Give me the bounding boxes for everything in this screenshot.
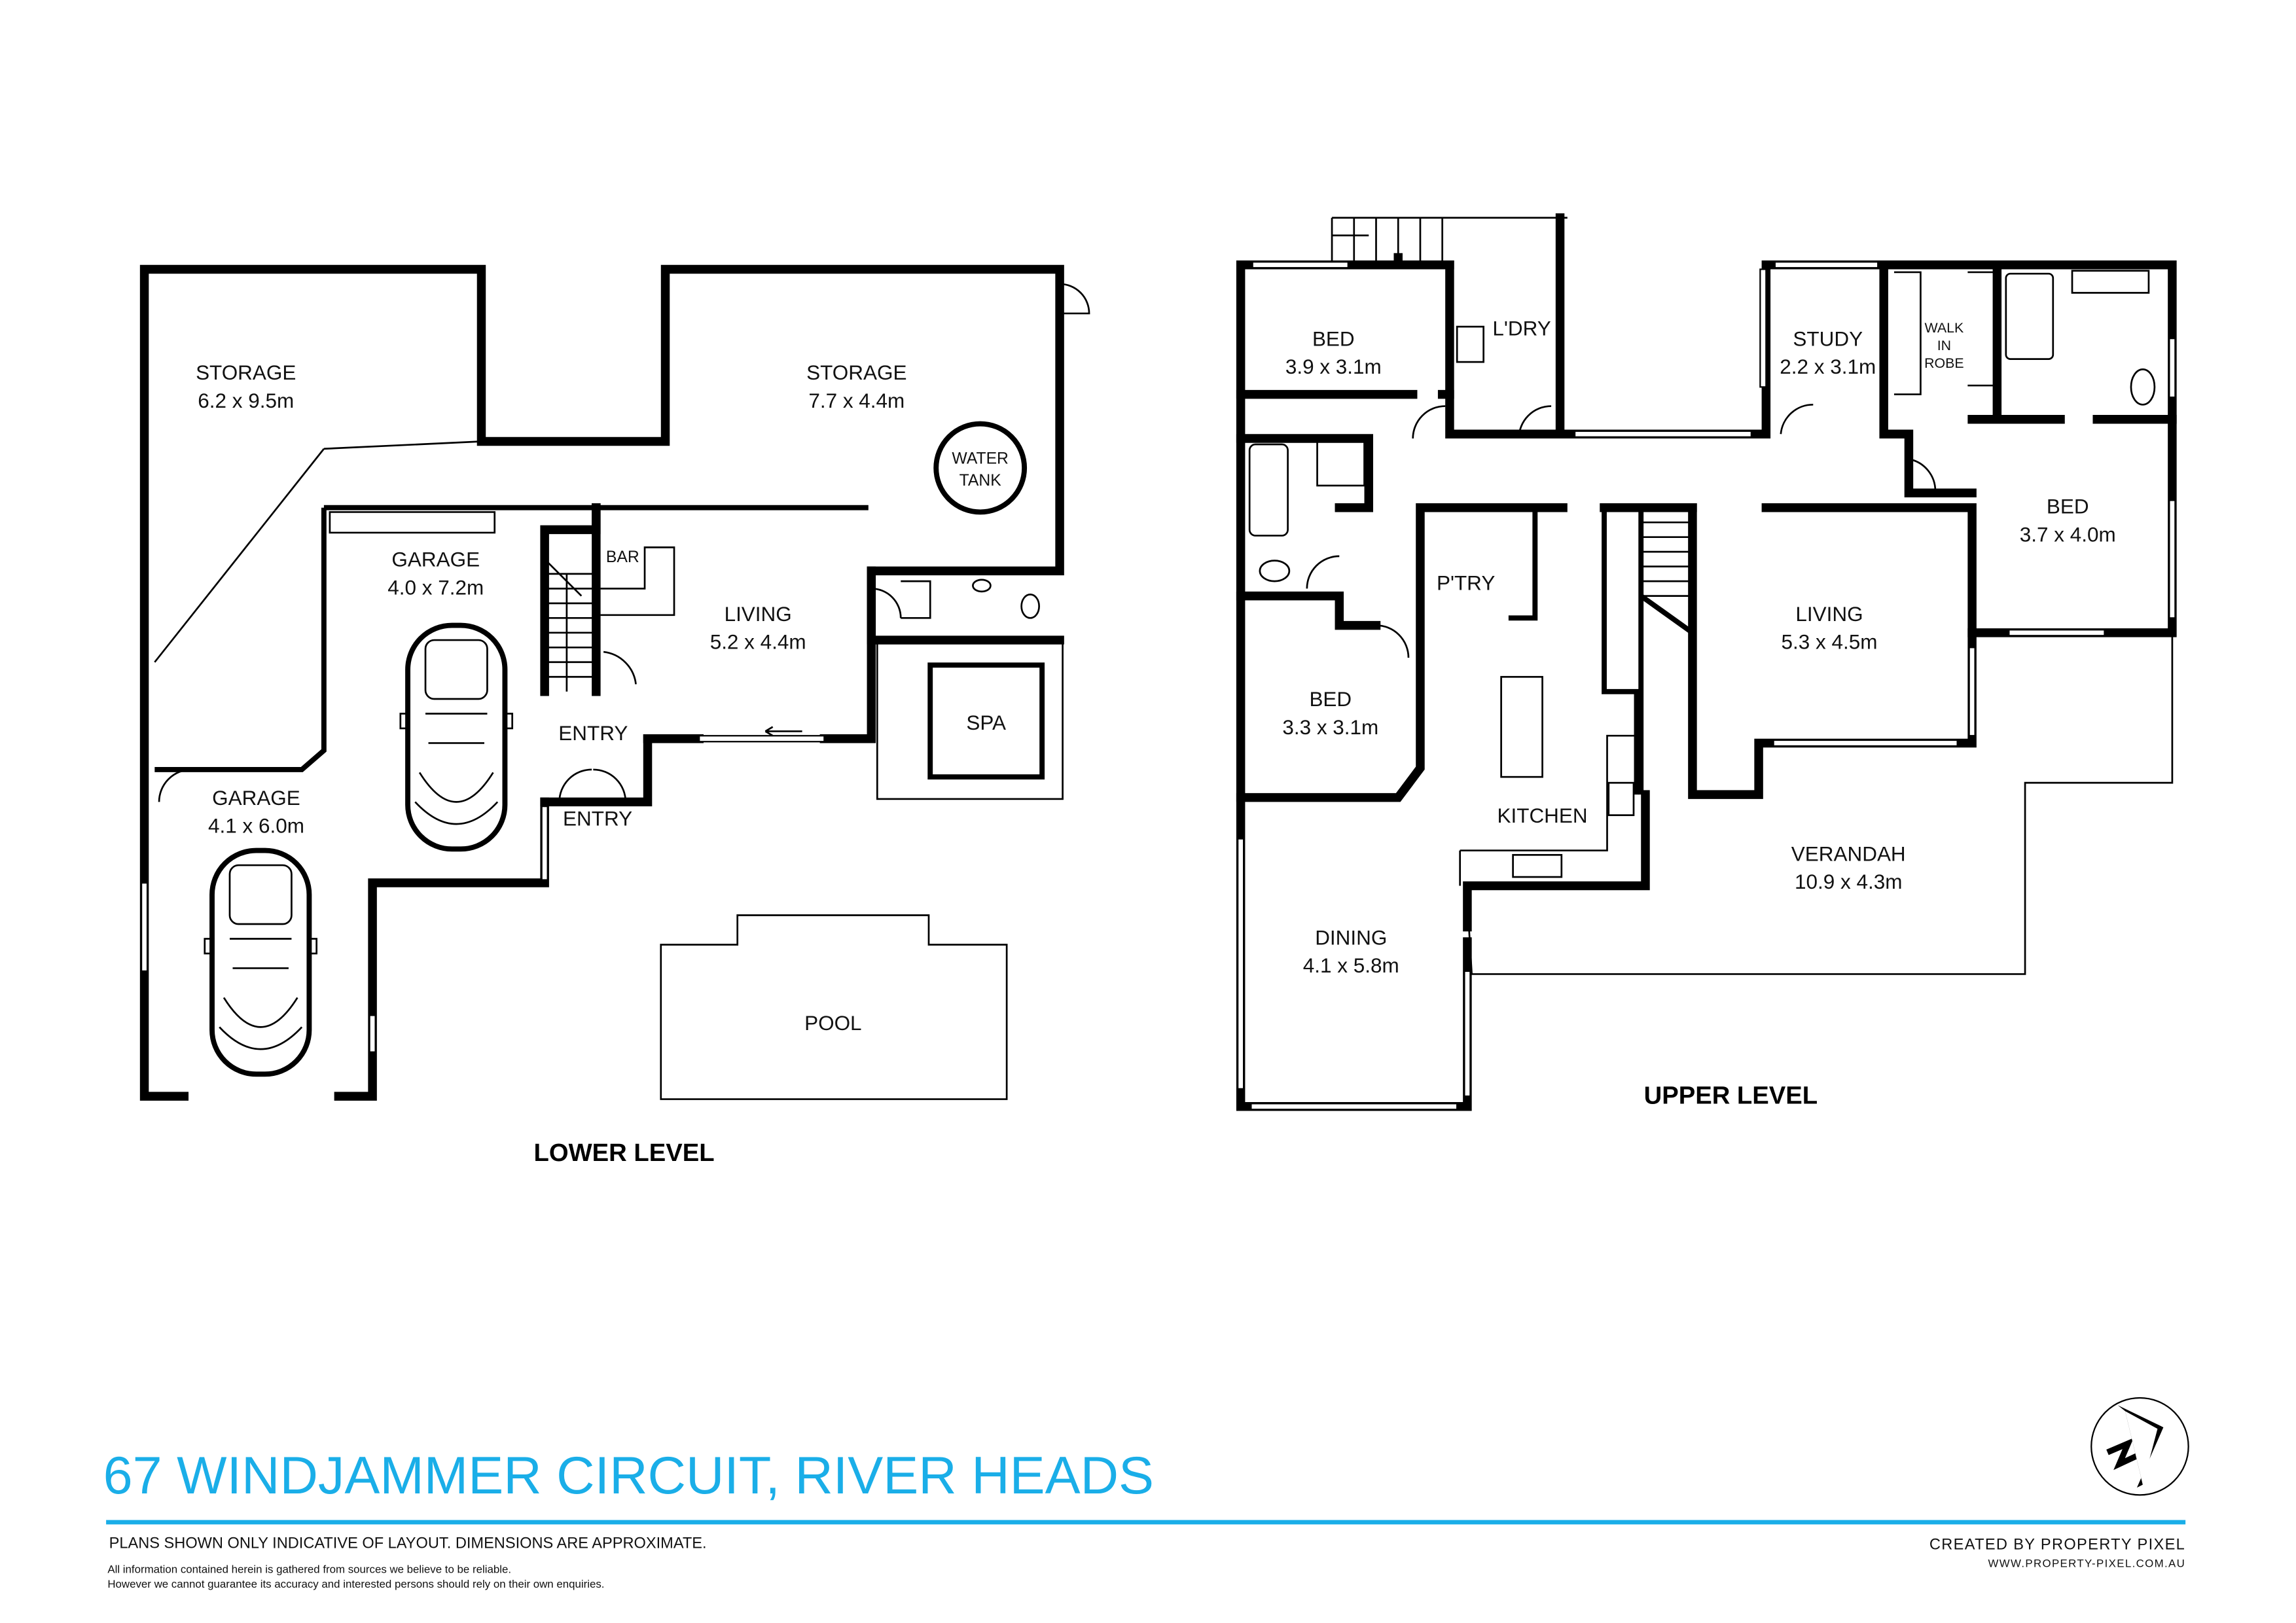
room-dim-lower-living: 5.2 x 4.4m xyxy=(710,631,806,654)
upper-level-plan: BED 3.9 x 3.1m L'DRY STUDY 2.2 x 3.1m WALK… xyxy=(1236,213,2177,1111)
lower-level-heading: LOWER LEVEL xyxy=(534,1139,715,1167)
footer: 67 WINDJAMMER CIRCUIT, RIVER HEADS PLANS… xyxy=(103,1397,2189,1590)
toilet-icon xyxy=(1259,560,1291,582)
upper-level-heading: UPPER LEVEL xyxy=(1644,1081,1818,1109)
bathtub-icon xyxy=(1248,443,1289,537)
room-name-pantry: P'TRY xyxy=(1437,572,1495,595)
room-name-spa: SPA xyxy=(966,711,1006,734)
accent-divider xyxy=(106,1520,2186,1525)
vanity-icon xyxy=(2071,270,2150,294)
kitchen-sink-icon xyxy=(1512,853,1563,878)
kitchen-island xyxy=(1500,675,1543,778)
room-dim-bed2: 3.3 x 3.1m xyxy=(1282,716,1378,739)
room-name-garage-upper: GARAGE xyxy=(391,548,480,571)
room-name-storage-left: STORAGE xyxy=(196,361,296,384)
car-icon xyxy=(399,622,514,852)
room-dim-upper-living: 5.3 x 4.5m xyxy=(1782,631,1878,654)
spa-outline xyxy=(876,642,1064,800)
disclaimer-main: PLANS SHOWN ONLY INDICATIVE OF LAYOUT. D… xyxy=(109,1535,707,1552)
room-name-bed-master: BED xyxy=(2047,495,2089,518)
lower-level-plan: STORAGE 6.2 x 9.5m STORAGE 7.7 x 4.4m WATE… xyxy=(139,264,1090,1167)
room-name-lower-living: LIVING xyxy=(725,603,792,626)
room-name-dining: DINING xyxy=(1315,926,1387,949)
room-name-entry-inner: ENTRY xyxy=(558,722,628,745)
disclaimer-line-1: All information contained herein is gath… xyxy=(107,1563,511,1576)
toilet-icon xyxy=(972,579,992,593)
water-tank-label-1: WATER xyxy=(952,450,1009,467)
verandah-outline xyxy=(1466,632,2174,975)
shower-icon xyxy=(1316,440,1365,487)
property-address-title: 67 WINDJAMMER CIRCUIT, RIVER HEADS xyxy=(103,1446,1154,1505)
toilet-icon xyxy=(2130,368,2156,406)
room-name-laundry: L'DRY xyxy=(1492,317,1551,340)
room-name-bed2: BED xyxy=(1309,688,1352,711)
room-dim-study: 2.2 x 3.1m xyxy=(1780,355,1876,378)
bar-counter xyxy=(600,546,675,616)
credit-text: CREATED BY PROPERTY PIXEL xyxy=(1929,1537,2185,1554)
pool-outline xyxy=(660,914,1008,1100)
ensuite-shower-icon xyxy=(2005,272,2054,360)
room-name-study: STUDY xyxy=(1793,327,1863,350)
room-name-bar: BAR xyxy=(606,548,639,566)
room-name-kitchen: KITCHEN xyxy=(1498,804,1588,827)
toilet-icon xyxy=(1020,594,1040,619)
cooktop-icon xyxy=(1607,781,1635,816)
room-dim-bed-master: 3.7 x 4.0m xyxy=(2020,523,2116,546)
water-tank-circle xyxy=(933,421,1028,515)
website-text: WWW.PROPERTY-PIXEL.COM.AU xyxy=(1988,1558,2185,1570)
laundry-tub-icon xyxy=(1456,325,1484,363)
door-swings xyxy=(1306,403,1937,658)
room-dim-storage-left: 6.2 x 9.5m xyxy=(198,389,294,412)
room-dim-verandah: 10.9 x 4.3m xyxy=(1795,870,1902,893)
car-icon xyxy=(204,847,317,1077)
lower-stairs xyxy=(544,558,596,692)
room-dim-bed1: 3.9 x 3.1m xyxy=(1285,355,1382,378)
room-dim-dining: 4.1 x 5.8m xyxy=(1303,954,1399,977)
spa-basin xyxy=(927,662,1045,780)
room-name-upper-living: LIVING xyxy=(1795,603,1863,626)
disclaimer-line-2: However we cannot guarantee its accuracy… xyxy=(107,1578,604,1590)
robe-label-3: ROBE xyxy=(1924,355,1964,371)
robe-label-1: WALK xyxy=(1925,320,1964,336)
robe-label-2: IN xyxy=(1937,338,1951,353)
property-pixel-logo-icon xyxy=(2090,1397,2189,1496)
water-tank-label-2: TANK xyxy=(960,472,1002,490)
room-name-verandah: VERANDAH xyxy=(1791,842,1906,865)
room-name-pool: POOL xyxy=(804,1012,861,1035)
room-name-garage-lower: GARAGE xyxy=(212,787,300,810)
room-dim-garage-upper: 4.0 x 7.2m xyxy=(387,576,484,599)
upper-stairs xyxy=(1331,217,1693,597)
room-name-bed1: BED xyxy=(1312,327,1355,350)
room-dim-garage-lower: 4.1 x 6.0m xyxy=(208,815,304,838)
room-dim-storage-right: 7.7 x 4.4m xyxy=(808,389,905,412)
room-name-entry-outer: ENTRY xyxy=(563,807,632,830)
room-name-storage-right: STORAGE xyxy=(806,361,906,384)
entry-door-swing xyxy=(558,651,637,802)
